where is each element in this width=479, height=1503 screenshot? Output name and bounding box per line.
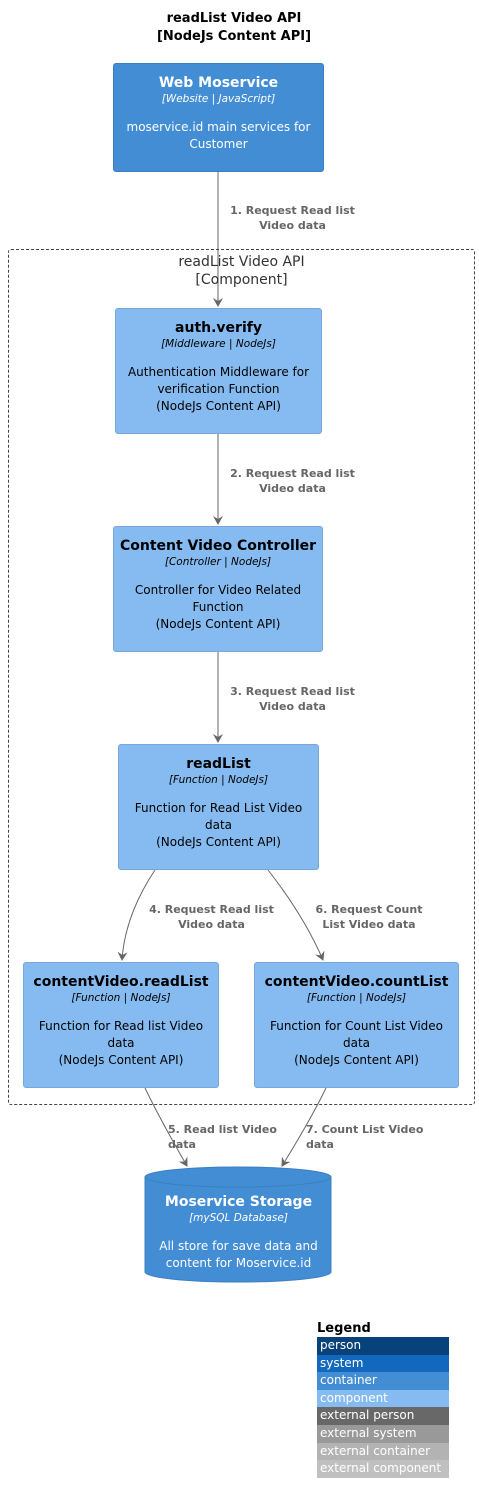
contentvideo-readlist-node: contentVideo.readList [Function | NodeJs… xyxy=(23,962,219,1088)
node-tech: [mySQL Database] xyxy=(189,1212,288,1224)
node-tech: [Website | JavaScript] xyxy=(161,93,276,105)
contentvideo-countlist-node: contentVideo.countList [Function | NodeJ… xyxy=(254,962,459,1088)
node-tech: [Controller | NodeJs] xyxy=(164,556,272,568)
node-description-line: (NodeJs Content API) xyxy=(156,399,281,413)
readlist-node: readList [Function | NodeJs] Function fo… xyxy=(118,744,319,870)
node-description-line: (NodeJs Content API) xyxy=(155,617,281,631)
node-description-line: Function for Count List Video data xyxy=(269,1019,444,1050)
legend-title: Legend xyxy=(317,1321,371,1336)
edge-6-label: 6. Request Count List Video data xyxy=(315,903,423,931)
edge-4-label: 4. Request Read list Video data xyxy=(149,903,274,931)
legend-item-external-person: external person xyxy=(317,1407,449,1425)
legend-item-external-component: external component xyxy=(317,1460,449,1478)
node-description-line: Function for Read list Video data xyxy=(38,1019,204,1050)
legend-item-external-system: external system xyxy=(317,1424,449,1443)
node-description: Function for Count List Video data (Node… xyxy=(255,1018,458,1069)
node-name: Moservice Storage xyxy=(164,1194,313,1210)
node-name: contentVideo.countList xyxy=(264,974,449,990)
node-description: moservice.id main services for Customer xyxy=(126,120,311,151)
boundary-label-line2: [Component] xyxy=(195,272,288,288)
node-description: Function for Read List Video data (NodeJ… xyxy=(119,800,318,851)
edge-2-label: 2. Request Read list Video data xyxy=(230,467,355,495)
node-tech: [Function | NodeJs] xyxy=(71,992,171,1004)
legend-item-external-container: external container xyxy=(317,1442,449,1461)
storage-cylinder-shape xyxy=(144,1166,332,1283)
edge-3-label: 3. Request Read list Video data xyxy=(230,685,355,713)
edge-7-line xyxy=(281,1087,327,1167)
node-description-line: Function for Read List Video data xyxy=(134,801,303,832)
moservice-storage-node: Moservice Storage [mySQL Database] All s… xyxy=(145,1193,332,1272)
legend-items: person system container component extern… xyxy=(317,1337,449,1478)
boundary-label-line1: readList Video API xyxy=(178,254,305,270)
edge-1-label: 1. Request Read list Video data xyxy=(230,204,355,232)
node-tech: [Function | NodeJs] xyxy=(306,992,407,1004)
legend-item-system: system xyxy=(317,1354,449,1373)
node-description: All store for save data and content for … xyxy=(159,1239,318,1270)
node-tech: [Function | NodeJs] xyxy=(168,774,269,786)
node-description: Authentication Middleware for verificati… xyxy=(116,364,321,415)
node-name: Content Video Controller xyxy=(119,538,317,554)
edge-5-label: 5. Read list Video data xyxy=(168,1123,277,1151)
edge-6-line xyxy=(267,869,325,961)
legend-item-component: component xyxy=(317,1389,449,1408)
diagram-title-line2: [NodeJs Content API] xyxy=(156,29,312,44)
node-description-line: (NodeJs Content API) xyxy=(294,1053,419,1067)
node-description-line: (NodeJs Content API) xyxy=(156,835,281,849)
boundary-label: readList Video API [Component] xyxy=(9,253,474,289)
legend: Legend person system container component… xyxy=(317,1321,449,1478)
node-description-line: Controller for Video Related Function xyxy=(134,583,302,614)
node-name: readList xyxy=(186,756,251,772)
edge-4-line xyxy=(117,869,156,961)
node-description-line: Authentication Middleware for verificati… xyxy=(127,365,310,396)
node-name: contentVideo.readList xyxy=(33,974,209,990)
node-description-line: (NodeJs Content API) xyxy=(58,1053,184,1067)
edge-5-line xyxy=(144,1087,188,1167)
auth-verify-node: auth.verify [Middleware | NodeJs] Authen… xyxy=(115,308,322,434)
edge-7-label: 7. Count List Video data xyxy=(306,1123,424,1151)
node-tech: [Middleware | NodeJs] xyxy=(161,338,276,350)
node-description: Function for Read list Video data (NodeJ… xyxy=(24,1018,218,1069)
node-description: Controller for Video Related Function (N… xyxy=(114,582,322,633)
web-moservice-node: Web Moservice [Website | JavaScript] mos… xyxy=(113,63,324,172)
diagram-title-line1: readList Video API xyxy=(166,11,302,26)
legend-item-container: container xyxy=(317,1372,449,1390)
component-boundary: readList Video API [Component] xyxy=(8,249,475,1105)
node-name: auth.verify xyxy=(175,320,262,336)
content-video-controller-node: Content Video Controller [Controller | N… xyxy=(113,526,323,652)
legend-item-person: person xyxy=(317,1337,449,1355)
diagram-title: readList Video API [NodeJs Content API] xyxy=(0,10,468,46)
node-name: Web Moservice xyxy=(158,75,279,91)
